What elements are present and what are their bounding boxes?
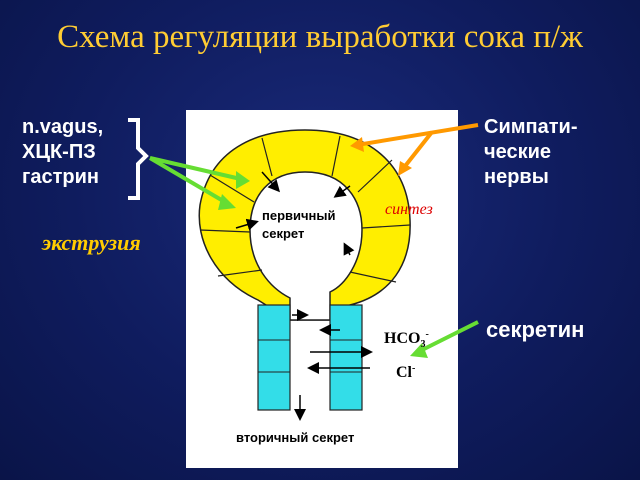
secretion-arrows bbox=[235, 171, 373, 421]
stimulators-label-group: n.vagus, ХЦК-ПЗ гастрин bbox=[22, 115, 103, 190]
primary-secret-label-line1: первичный bbox=[262, 208, 336, 223]
vagus-label: n.vagus, bbox=[22, 116, 104, 138]
secretin-label: секретин bbox=[486, 317, 585, 342]
bicarbonate-label: HCO3- bbox=[384, 329, 429, 350]
bicarbonate-subscript: 3 bbox=[420, 339, 425, 350]
chloride-superscript: - bbox=[412, 363, 415, 374]
cck-label: ХЦК-ПЗ bbox=[22, 141, 96, 163]
slide-title: Схема регуляции выработки сока п/ж bbox=[57, 19, 583, 55]
sympathetic-label-line1: Симпати- bbox=[484, 116, 578, 138]
sympathetic-label-group: Симпати- ческие нервы bbox=[484, 115, 578, 190]
bicarbonate-superscript: - bbox=[425, 329, 428, 340]
left-bracket bbox=[128, 118, 149, 200]
acinus-cell-borders bbox=[199, 135, 411, 283]
duct bbox=[257, 304, 363, 411]
acinus-lumen bbox=[249, 171, 363, 321]
sympathetic-label-line3: нервы bbox=[484, 166, 549, 188]
chloride-text: Cl bbox=[396, 364, 413, 381]
sympathetic-arrows bbox=[350, 123, 479, 176]
green-stimulus-arrows bbox=[148, 156, 479, 358]
chloride-label: Cl- bbox=[396, 363, 415, 381]
gastrin-label: гастрин bbox=[22, 166, 99, 188]
bicarbonate-text: HCO bbox=[384, 330, 420, 347]
extrusion-label: экструзия bbox=[42, 230, 141, 255]
secondary-secret-label: вторичный секрет bbox=[236, 430, 354, 445]
primary-secret-label-line2: секрет bbox=[262, 226, 304, 241]
sympathetic-label-line2: ческие bbox=[484, 141, 552, 163]
synthesis-label: синтез bbox=[385, 201, 433, 218]
